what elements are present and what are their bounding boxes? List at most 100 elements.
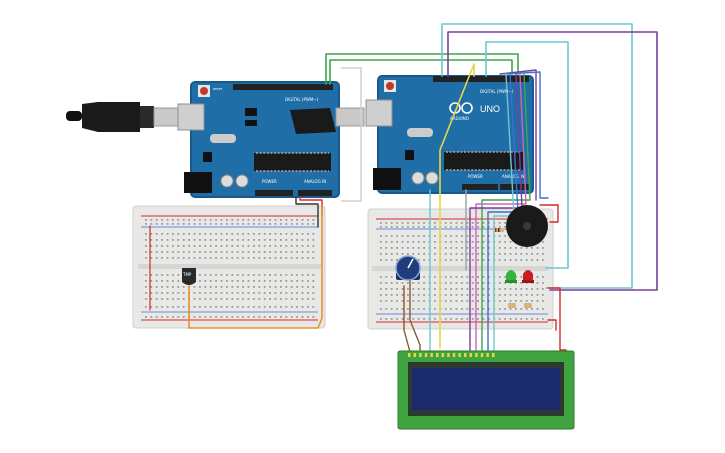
lcd-display-icon[interactable] <box>397 350 575 430</box>
breadboard-hole <box>182 233 185 235</box>
lcd-pin[interactable] <box>419 353 422 357</box>
breadboard-hole <box>401 235 404 237</box>
breadboard-hole <box>182 298 185 300</box>
breadboard-hole <box>280 274 282 276</box>
wire-green[interactable] <box>325 53 519 85</box>
breadboard-hole <box>145 292 147 294</box>
breadboard-hole <box>215 251 217 253</box>
analog-header[interactable] <box>298 190 332 196</box>
lcd-pin[interactable] <box>458 353 461 357</box>
breadboard-hole <box>488 247 490 249</box>
digital-header[interactable] <box>233 84 333 90</box>
resistor-icon[interactable] <box>494 228 504 232</box>
potentiometer-icon[interactable] <box>395 255 421 281</box>
digital-header[interactable] <box>433 76 529 82</box>
led-icon[interactable] <box>505 270 517 283</box>
temperature-sensor-icon[interactable]: TMP <box>182 268 196 285</box>
lcd-pin[interactable] <box>480 353 484 357</box>
breadboard-hole <box>301 292 304 294</box>
wire-red[interactable] <box>539 204 559 223</box>
breadboard-hole <box>498 308 501 310</box>
breadboard-hole <box>461 318 463 320</box>
wire-cyan[interactable] <box>493 73 515 353</box>
wire-purple[interactable] <box>447 31 658 291</box>
wire-black[interactable] <box>295 196 319 228</box>
breadboard-hole <box>385 282 388 284</box>
arduino-board-right[interactable]: DIGITAL (PWM~) ARDUINO UNO POWER ANALOG … <box>365 75 534 194</box>
led-icon[interactable] <box>522 270 534 283</box>
resistor-icon[interactable] <box>508 303 516 308</box>
lcd-pin[interactable] <box>436 353 439 357</box>
breadboard-hole <box>145 306 147 308</box>
breadboard-right[interactable] <box>367 208 554 330</box>
wire-blue[interactable] <box>504 71 549 199</box>
breadboard-hole <box>220 257 223 259</box>
wire-green[interactable] <box>481 73 531 353</box>
lcd-pin[interactable] <box>447 353 450 357</box>
breadboard-hole <box>301 245 304 247</box>
breadboard-hole <box>417 308 420 310</box>
breadboard-hole <box>531 308 533 310</box>
wire-cyan[interactable] <box>485 41 569 269</box>
power-header[interactable] <box>462 184 498 190</box>
wire-green[interactable] <box>329 59 513 85</box>
breadboard-hole <box>274 251 277 253</box>
breadboard-hole <box>542 259 544 261</box>
breadboard-hole <box>461 300 463 302</box>
breadboard-hole <box>296 306 298 308</box>
breadboard-hole <box>263 245 266 247</box>
lcd-pin[interactable] <box>469 353 473 357</box>
breadboard-hole <box>312 219 315 221</box>
lcd-pin[interactable] <box>475 353 478 357</box>
breadboard-hole <box>188 239 190 241</box>
wire-red[interactable] <box>547 319 557 331</box>
wire-cyan[interactable] <box>441 23 633 289</box>
breadboard-hole <box>450 247 452 249</box>
breadboard-hole <box>488 241 490 243</box>
breadboard-hole <box>531 300 533 302</box>
analog-header[interactable] <box>500 184 530 190</box>
breadboard-hole <box>477 300 479 302</box>
breadboard-hole <box>145 219 147 221</box>
breadboard-hole <box>390 259 393 261</box>
breadboard-hole <box>412 226 415 228</box>
wire-orange[interactable] <box>188 205 323 329</box>
wire-yellow[interactable] <box>439 63 475 349</box>
breadboard-hole <box>188 245 190 247</box>
wire-purple[interactable] <box>469 73 523 353</box>
breadboard-hole <box>242 316 244 318</box>
breadboard-hole <box>396 222 398 224</box>
arduino-board-left[interactable]: RESET DIGITAL (PWM~) POWER ANALOG IN <box>177 81 340 198</box>
lcd-pin[interactable] <box>413 353 417 357</box>
breadboard-hole <box>269 292 271 294</box>
lcd-pin[interactable] <box>486 353 489 357</box>
breadboard-left[interactable] <box>132 205 326 329</box>
breadboard-hole <box>466 282 469 284</box>
breadboard-hole <box>280 316 282 318</box>
lcd-pin[interactable] <box>452 353 456 357</box>
reset-button-icon[interactable] <box>384 80 396 92</box>
resistor-icon[interactable] <box>524 303 532 308</box>
breadboard-hole <box>150 251 153 253</box>
lcd-pin[interactable] <box>464 353 467 357</box>
buzzer-icon[interactable] <box>506 205 548 247</box>
wire-brown[interactable] <box>409 279 421 353</box>
lcd-pin[interactable] <box>408 353 411 357</box>
breadboard-hole <box>531 253 533 255</box>
breadboard-hole <box>161 292 163 294</box>
lcd-pin[interactable] <box>424 353 428 357</box>
wire-blue[interactable] <box>487 73 519 353</box>
breadboard-hole <box>434 259 436 261</box>
power-header[interactable] <box>255 190 293 196</box>
lcd-pin[interactable] <box>441 353 445 357</box>
wire-brown[interactable] <box>403 285 411 353</box>
wire-purple[interactable] <box>499 69 537 201</box>
breadboard-hole <box>199 306 201 308</box>
breadboard-hole <box>231 219 234 221</box>
wire-pink[interactable] <box>475 73 527 353</box>
breadboard-hole <box>396 235 398 237</box>
reset-button-icon[interactable] <box>198 85 210 97</box>
lcd-pin[interactable] <box>430 353 433 357</box>
lcd-pin[interactable] <box>492 353 495 357</box>
breadboard-hole <box>253 251 255 253</box>
